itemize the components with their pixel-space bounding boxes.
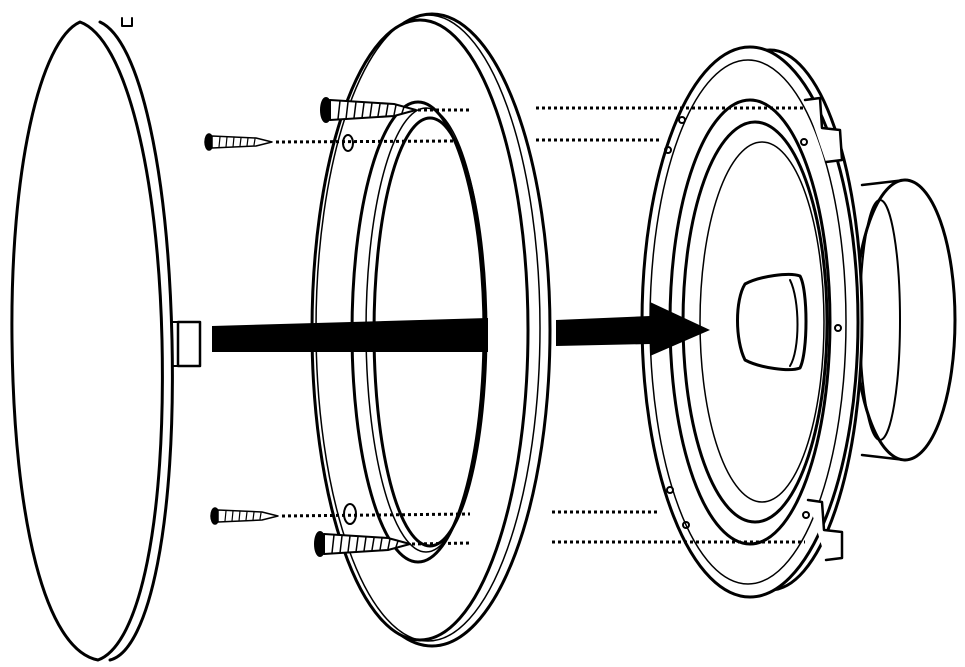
- guide-line-bottom-large: [411, 541, 471, 546]
- screw-top-small: [204, 133, 273, 151]
- screw-top-large: [320, 97, 417, 123]
- guide-lines: [275, 106, 805, 546]
- screw-bottom-large: [314, 531, 411, 557]
- grille-cover: [10, 17, 202, 662]
- assembly-arrow: [212, 302, 710, 356]
- grille-face: [10, 20, 164, 662]
- grille-tab: [176, 320, 202, 368]
- dust-cap: [736, 272, 808, 372]
- screw-bottom-small: [210, 507, 279, 525]
- speaker-driver: [640, 45, 957, 599]
- guide-line-bottom-small: [281, 512, 471, 518]
